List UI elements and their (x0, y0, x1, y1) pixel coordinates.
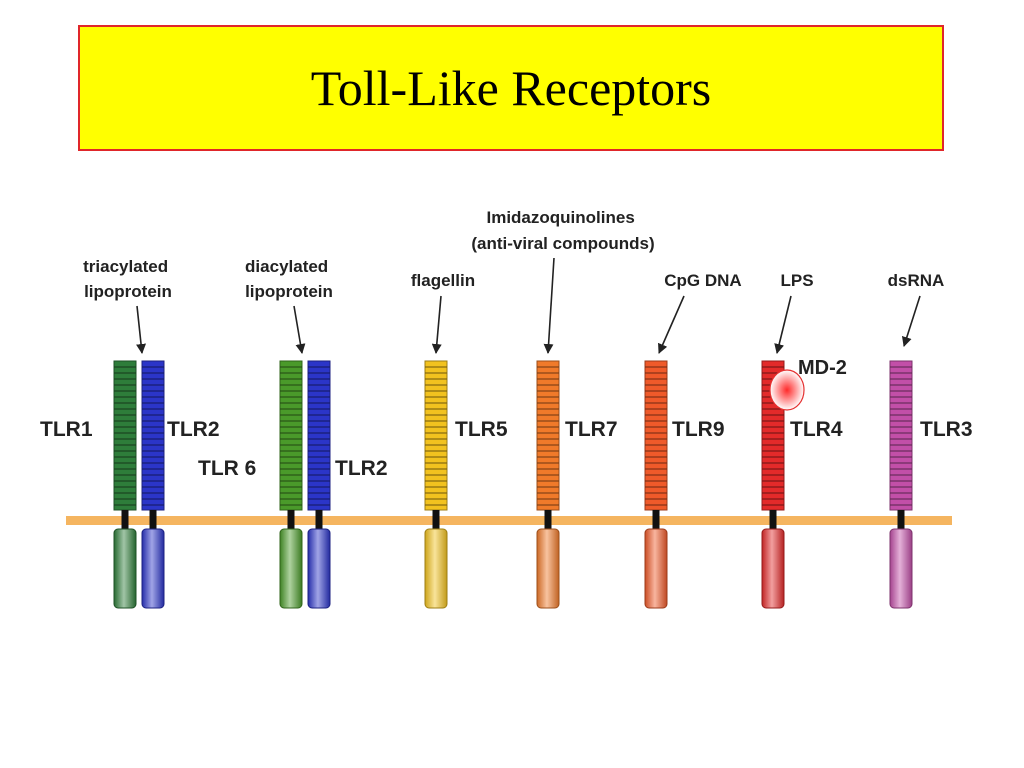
cell-membrane (66, 516, 952, 525)
receptor-tlr5-ectodomain (424, 360, 448, 511)
receptor-tlr6 (279, 360, 303, 609)
receptor-tlr1-ectodomain (113, 360, 137, 511)
page-title: Toll-Like Receptors (310, 60, 712, 116)
receptor-label-tlr4: TLR4 (790, 418, 843, 441)
receptor-tlr3-tir-domain (889, 528, 913, 609)
receptor-tlr2a-tir-domain (141, 528, 165, 609)
arrow-flagellin (431, 295, 442, 354)
receptor-tlr9-ectodomain (644, 360, 668, 511)
receptor-tlr6-tir-domain (279, 528, 303, 609)
ligand-label-lps: LPS (780, 271, 813, 290)
receptor-label-tlr1: TLR1 (40, 418, 93, 441)
ligand-label-cpg-dna: CpG DNA (664, 271, 741, 290)
receptor-label-tlr6: TLR 6 (198, 457, 256, 480)
receptor-tlr9 (644, 360, 668, 609)
receptor-label-tlr9: TLR9 (672, 418, 725, 441)
arrow-lps (774, 295, 792, 354)
receptor-tlr2b (307, 360, 331, 609)
receptor-tlr1 (113, 360, 137, 609)
md2-label: MD-2 (798, 357, 847, 379)
receptor-tlr7 (536, 360, 560, 609)
receptor-tlr2b-ectodomain (307, 360, 331, 511)
ligand-label-imidazoquinolines: Imidazoquinolines (anti-viral compounds) (471, 208, 654, 253)
receptor-tlr7-tir-domain (536, 528, 560, 609)
receptor-tlr4-tir-domain (761, 528, 785, 609)
receptor-tlr3-ectodomain (889, 360, 913, 511)
receptor-tlr2b-tir-domain (307, 528, 331, 609)
transmembrane-crossing (544, 516, 552, 525)
arrow-cpg-dna (658, 295, 685, 354)
arrow-triacylated (136, 305, 147, 354)
arrow-imidazoquinolines (543, 257, 555, 354)
transmembrane-crossing (315, 516, 323, 525)
receptor-tlr7-ectodomain (536, 360, 560, 511)
transmembrane-crossing (149, 516, 157, 525)
receptor-label-tlr7: TLR7 (565, 418, 618, 441)
transmembrane-crossing (652, 516, 660, 525)
arrow-diacylated (293, 305, 306, 354)
transmembrane-crossing (121, 516, 129, 525)
receptor-tlr3 (889, 360, 913, 609)
receptor-label-tlr5: TLR5 (455, 418, 508, 441)
ligand-label-dsrna: dsRNA (888, 271, 945, 290)
receptor-label-tlr2a: TLR2 (167, 418, 220, 441)
md2-molecule (769, 369, 805, 411)
receptor-tlr2a (141, 360, 165, 609)
receptor-tlr5-tir-domain (424, 528, 448, 609)
transmembrane-crossing (287, 516, 295, 525)
title-banner: Toll-Like Receptors (78, 25, 944, 151)
receptor-tlr1-tir-domain (113, 528, 137, 609)
ligand-label-diacylated: diacylated lipoprotein (245, 257, 333, 301)
receptor-tlr9-tir-domain (644, 528, 668, 609)
receptor-tlr5 (424, 360, 448, 609)
transmembrane-crossing (769, 516, 777, 525)
receptor-tlr6-ectodomain (279, 360, 303, 511)
ligand-label-flagellin: flagellin (411, 271, 475, 290)
receptor-label-tlr3: TLR3 (920, 418, 973, 441)
transmembrane-crossing (897, 516, 905, 525)
receptor-label-tlr2b: TLR2 (335, 457, 388, 480)
ligand-label-triacylated: triacylated lipoprotein (83, 257, 173, 301)
arrow-dsrna (901, 295, 921, 347)
transmembrane-crossing (432, 516, 440, 525)
receptor-tlr2a-ectodomain (141, 360, 165, 511)
